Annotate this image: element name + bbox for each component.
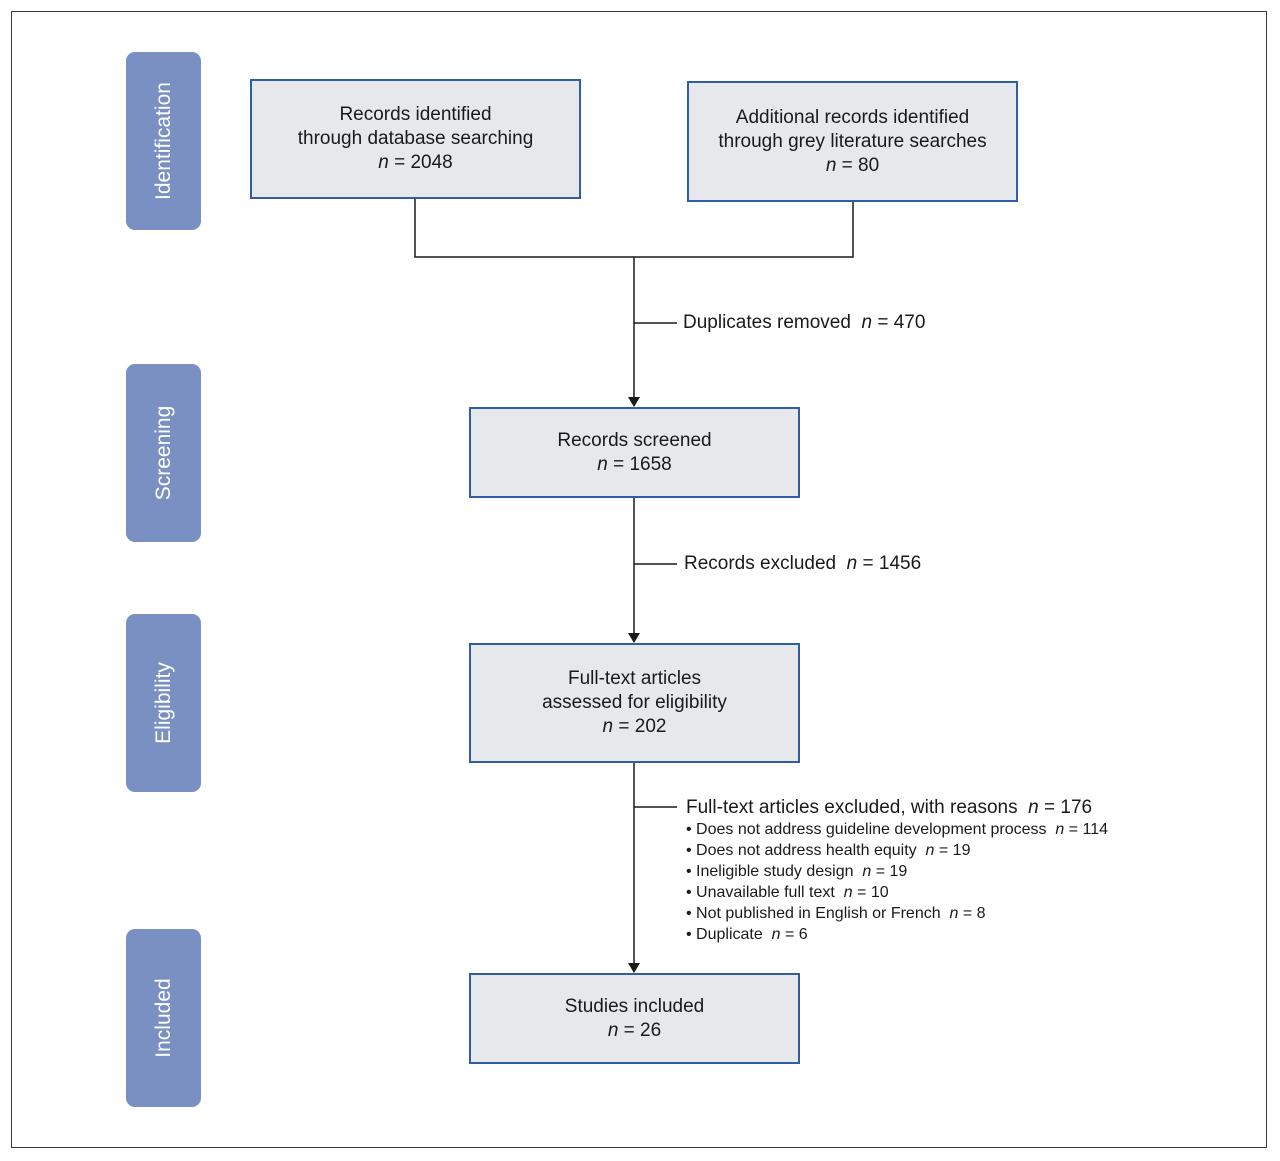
fulltext-excluded-reasons: Full-text articles excluded, with reason… xyxy=(686,797,1108,945)
exclusion-reason: • Does not address health equity n = 19 xyxy=(686,842,971,859)
fulltext-count: n = 202 xyxy=(602,716,667,737)
merge-connector xyxy=(414,198,854,258)
fulltext-excluded-heading: Full-text articles excluded, with reason… xyxy=(686,797,1093,818)
stage-screening: Screening xyxy=(126,364,201,542)
grey-line1: Additional records identified xyxy=(735,106,970,128)
figure-frame xyxy=(11,11,1267,1148)
included-count: n = 26 xyxy=(607,1019,662,1041)
database-line2: through database searching xyxy=(297,128,534,149)
duplicates-removed-note: Duplicates removed n = 470 xyxy=(683,312,926,333)
stage-included: Included xyxy=(126,929,201,1107)
fulltext-assessed-box: Full-text articles assessed for eligibil… xyxy=(469,643,800,763)
records-screened-box: Records screened n = 1658 xyxy=(469,407,800,498)
exclusion-reason: • Not published in English or French n =… xyxy=(686,905,986,922)
database-count: n = 2048 xyxy=(378,152,453,173)
included-line1: Studies included xyxy=(564,995,705,1017)
grey-literature-box: Additional records identified through gr… xyxy=(687,81,1018,202)
exclusion-reason-list: • Does not address guideline development… xyxy=(686,819,1108,945)
stage-identification: Identification xyxy=(126,52,201,230)
exclusion-reason: • Ineligible study design n = 19 xyxy=(686,863,908,880)
grey-line2: through grey literature searches xyxy=(718,130,987,152)
exclusion-reason: • Duplicate n = 6 xyxy=(686,926,808,943)
fulltext-line2: assessed for eligibility xyxy=(542,692,727,713)
screened-count: n = 1658 xyxy=(597,453,672,475)
studies-included-box: Studies included n = 26 xyxy=(469,973,800,1064)
fulltext-line1: Full-text articles xyxy=(567,668,702,689)
exclusion-reason: • Does not address guideline development… xyxy=(686,821,1109,838)
database-line1: Records identified xyxy=(339,104,492,125)
stage-eligibility: Eligibility xyxy=(126,614,201,792)
screened-line1: Records screened xyxy=(557,429,712,451)
database-records-box: Records identified through database sear… xyxy=(250,79,581,199)
exclusion-reason: • Unavailable full text n = 10 xyxy=(686,884,889,901)
records-excluded-note: Records excluded n = 1456 xyxy=(684,553,922,574)
grey-count: n = 80 xyxy=(825,154,880,176)
